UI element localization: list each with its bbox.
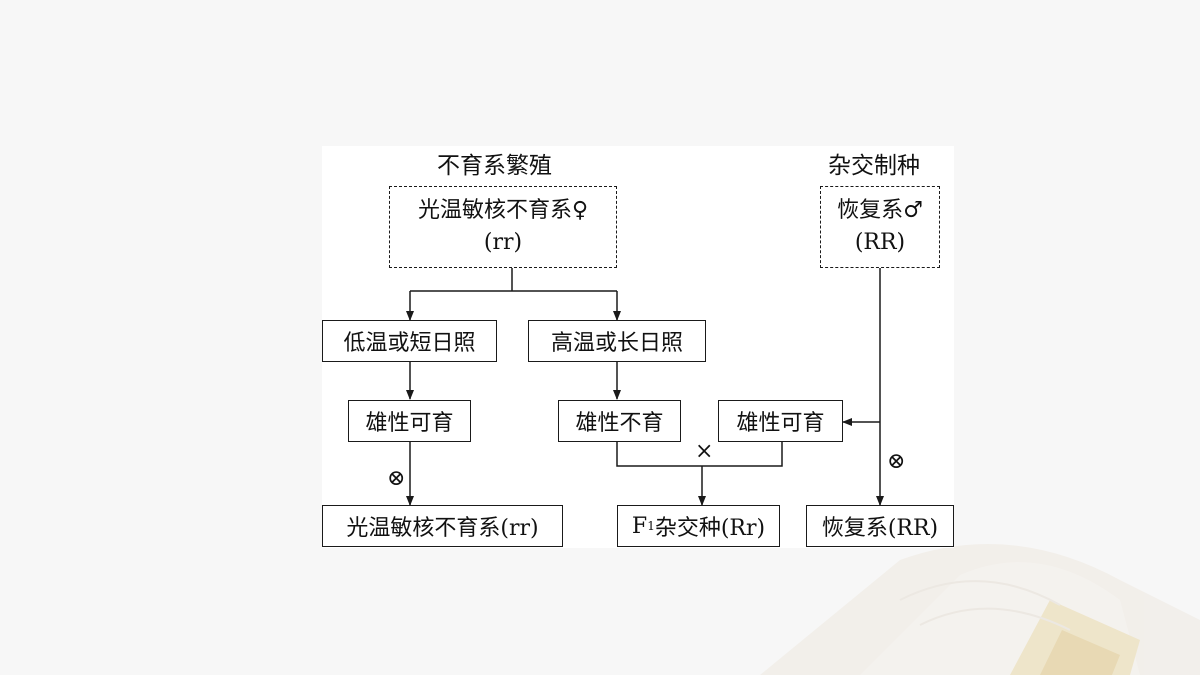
f1-label: F [631,513,648,539]
restorer-parent-box: 恢复系♂ (RR) [820,186,940,268]
f1-subscript: 1 [647,519,655,533]
cross-symbol: × [695,439,714,464]
restorer-parent-genotype: (RR) [854,230,906,255]
sterile-parent-label: 光温敏核不育系♀ [417,198,589,223]
open-book-decoration [760,544,1200,675]
restorer-result-box: 恢复系(RR) [806,505,954,547]
selfing-symbol-left: ⊗ [387,466,406,491]
restorer-parent-label: 恢复系♂ [837,198,923,223]
low-temp-box: 低温或短日照 [322,320,497,362]
cross-bracket [616,442,783,467]
male-fertile-left-box: 雄性可育 [348,400,471,442]
f1-hybrid-label: 杂交种(Rr) [654,516,766,541]
sterile-result-box: 光温敏核不育系(rr) [322,505,563,547]
breeding-diagram: 不育系繁殖 杂交制种 光温敏核不育系♀ (rr) 恢复系♂ (RR) 低温或短日… [322,146,954,548]
sterile-parent-genotype: (rr) [483,230,523,255]
male-fertile-right-box: 雄性可育 [718,400,843,442]
male-sterile-box: 雄性不育 [558,400,681,442]
selfing-symbol-right: ⊗ [887,449,906,474]
heading-sterile-propagation: 不育系繁殖 [437,153,552,179]
sterile-parent-box: 光温敏核不育系♀ (rr) [389,186,617,268]
heading-hybrid-seed-production: 杂交制种 [828,153,920,179]
connector-lines [406,268,884,506]
high-temp-box: 高温或长日照 [528,320,706,362]
